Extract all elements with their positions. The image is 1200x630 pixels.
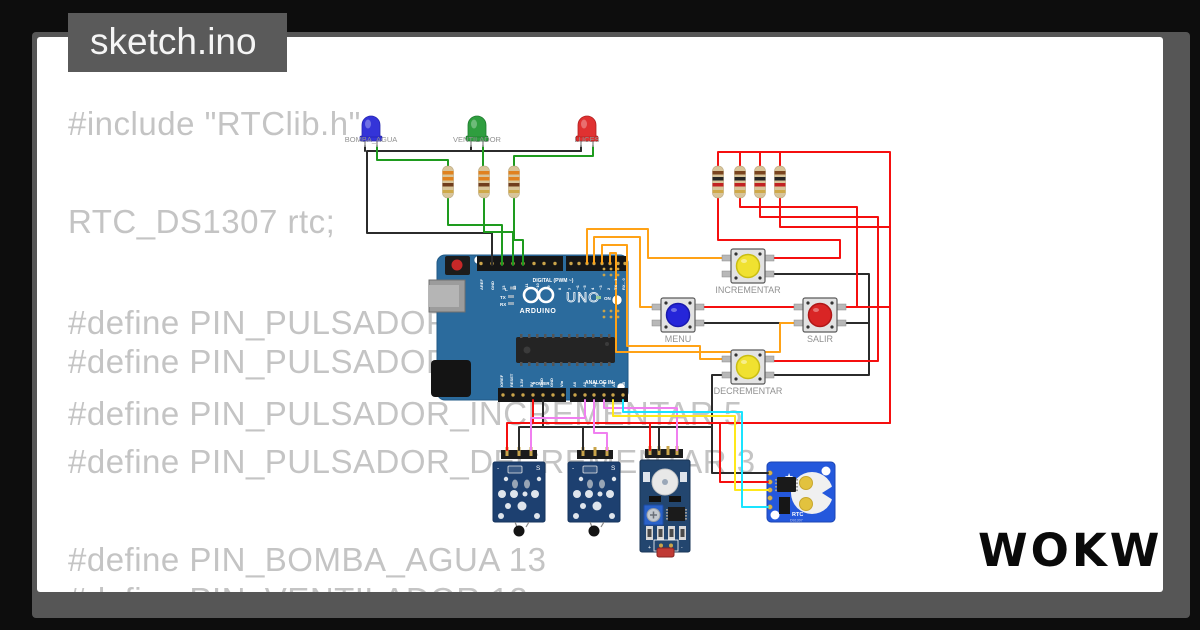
power-jack xyxy=(431,360,471,397)
ntc2-minus-label: - xyxy=(572,465,574,472)
digital-label: DIGITAL (PWM ~) xyxy=(533,278,574,284)
resistor-led-3[interactable] xyxy=(508,165,520,199)
code-line: #define PIN_BOMBA_AGUA 13 xyxy=(68,541,547,578)
rtc-chip xyxy=(775,477,798,492)
atmega-chip xyxy=(516,334,615,366)
canvas-clip: #include "RTClib.h" RTC_DS1307 rtc; #def… xyxy=(37,37,1163,592)
analog-in-label: ANALOG IN xyxy=(585,380,613,386)
resistor-led-1[interactable] xyxy=(442,165,454,199)
button-label-incrementar: INCREMENTAR xyxy=(715,285,781,295)
tx-label: TX xyxy=(500,295,506,300)
ntc-temperature-sensor-2[interactable]: - S xyxy=(567,447,621,537)
wokwi-logo: WOKWI xyxy=(978,524,1163,577)
resistor-pullup-3[interactable] xyxy=(754,165,766,199)
l-led-label: L xyxy=(505,287,508,292)
resistor-pullup-4[interactable] xyxy=(774,165,786,199)
resistor-pullup-2[interactable] xyxy=(734,165,746,199)
analog-header[interactable] xyxy=(570,388,628,402)
button-label-decrementar: DECREMENTAR xyxy=(714,386,783,396)
ntc1-minus-label: - xyxy=(497,465,499,472)
on-led-label: ON xyxy=(604,296,611,301)
ntc-temperature-sensor-1[interactable]: - S xyxy=(492,447,546,537)
code-line: #define PIN_PULSADOR_ xyxy=(68,343,470,380)
wire-yellow xyxy=(612,399,769,491)
ntc2-s-label: S xyxy=(611,465,616,472)
resistor-led-2[interactable] xyxy=(478,165,490,199)
ldr-minus-label: - xyxy=(681,545,683,551)
button-salir[interactable] xyxy=(793,297,847,333)
digital-header-right[interactable] xyxy=(566,256,628,271)
led-ventilador[interactable] xyxy=(465,115,489,147)
wire-pink xyxy=(530,399,678,451)
led-label-luces: LUCES xyxy=(574,135,599,144)
thermistor-bead-2 xyxy=(588,525,600,537)
comparator-ic xyxy=(666,507,687,521)
button-incrementar[interactable] xyxy=(721,248,775,284)
icsp-pins xyxy=(602,267,620,319)
thermistor-bead-1 xyxy=(513,525,525,537)
ldr-sensor-module[interactable]: + - xyxy=(639,446,691,558)
button-label-salir: SALIR xyxy=(807,334,834,344)
rtc-chip-label: DS1307 xyxy=(790,519,803,523)
ldr-plus-label: + xyxy=(648,545,651,551)
arduino-brand-label: ARDUINO xyxy=(520,308,557,315)
usb-connector xyxy=(428,279,466,313)
button-label-menu: MENU xyxy=(665,334,692,344)
reset-button[interactable] xyxy=(445,256,470,275)
led-label-ventilador: VENTILADOR xyxy=(453,135,502,144)
rtc-ds1307-module[interactable]: ★ RTC DS1307 xyxy=(766,461,836,523)
led-label-bomba-agua: BOMBA_AGUA xyxy=(345,135,398,144)
led-bomba-agua[interactable] xyxy=(359,115,383,147)
rx-label: RX xyxy=(500,302,506,307)
power-label: POWER xyxy=(532,381,550,386)
rtc-title: RTC xyxy=(792,512,803,518)
ntc1-s-label: S xyxy=(536,465,541,472)
digital-header-left[interactable] xyxy=(477,256,563,271)
led-luces[interactable] xyxy=(575,115,599,147)
code-line: #include "RTClib.h" xyxy=(68,105,361,142)
code-line: #define PIN_VENTILADOR 12 xyxy=(68,581,528,592)
button-decrementar[interactable] xyxy=(721,349,775,385)
sketch-filename-tab: sketch.ino xyxy=(68,13,287,72)
arduino-uno-board[interactable]: DIGITAL (PWM ~) L UNO ARDUINO TX RX ON xyxy=(428,254,629,402)
uno-label: UNO xyxy=(566,289,600,305)
wire-green xyxy=(376,145,594,266)
wire-cyan xyxy=(622,399,769,508)
photoresistor xyxy=(656,547,675,558)
wire-orange xyxy=(586,228,795,360)
potentiometer[interactable] xyxy=(643,504,664,526)
resistor-pullup-1[interactable] xyxy=(712,165,724,199)
button-menu[interactable] xyxy=(651,297,705,333)
code-line: RTC_DS1307 rtc; xyxy=(68,203,336,240)
code-line: #define PIN_PULSADOR_INCREMENTAR 5 xyxy=(68,395,743,432)
code-line: #define PIN_PULSADOR_ xyxy=(68,304,470,341)
